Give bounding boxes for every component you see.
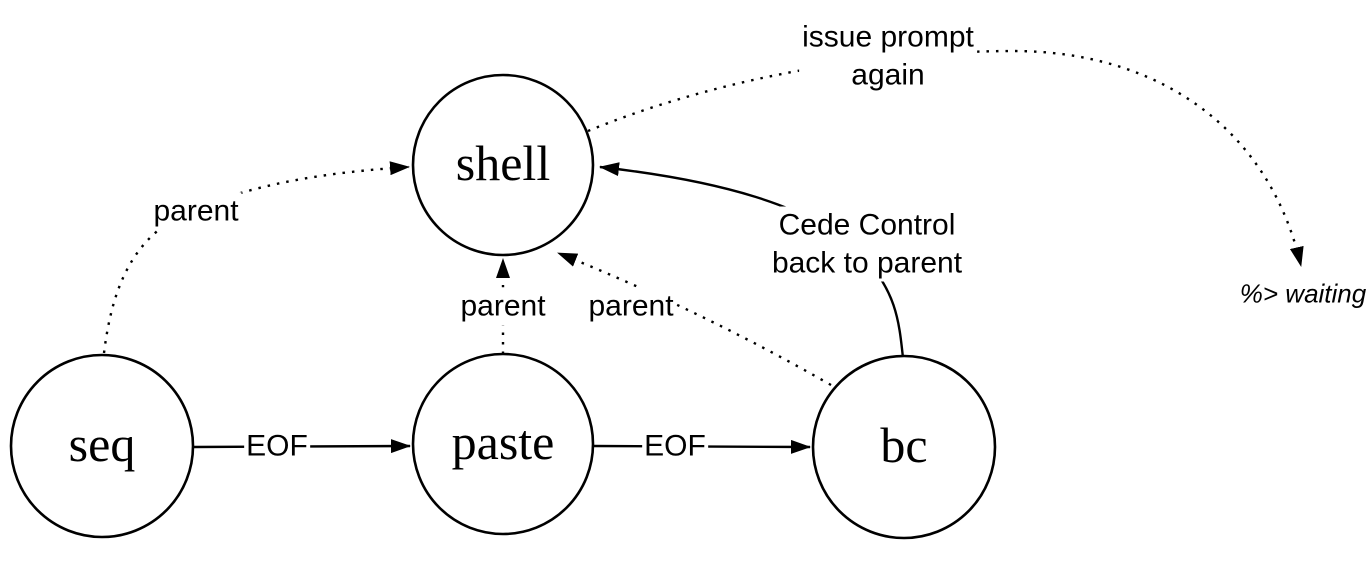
- edge-label-eof-paste-bc: EOF: [642, 427, 708, 465]
- edge-label-parent-bc: parent: [585, 287, 677, 325]
- node-circle-paste: [411, 352, 595, 536]
- edge-label-parent-paste: parent: [457, 287, 549, 325]
- node-circle-shell: [411, 73, 595, 257]
- node-circle-bc: [811, 354, 997, 540]
- edge-label-eof-seq-paste: EOF: [244, 427, 310, 465]
- node-label-paste: paste: [451, 414, 555, 470]
- edge-label-issue-prompt: issue prompt again: [799, 18, 977, 94]
- node-label-bc: bc: [880, 417, 928, 473]
- edge-bc-shell-parent: [557, 251, 832, 387]
- node-circle-seq: [9, 353, 195, 539]
- node-label-shell: shell: [455, 135, 551, 191]
- edge-label-parent-seq: parent: [150, 192, 242, 230]
- node-label-seq: seq: [68, 416, 136, 472]
- edge-shell-waiting-prompt: [587, 49, 1304, 267]
- waiting-prompt-annotation: %> waiting: [1239, 278, 1367, 309]
- edge-label-cede-control: Cede Control back to parent: [768, 206, 966, 282]
